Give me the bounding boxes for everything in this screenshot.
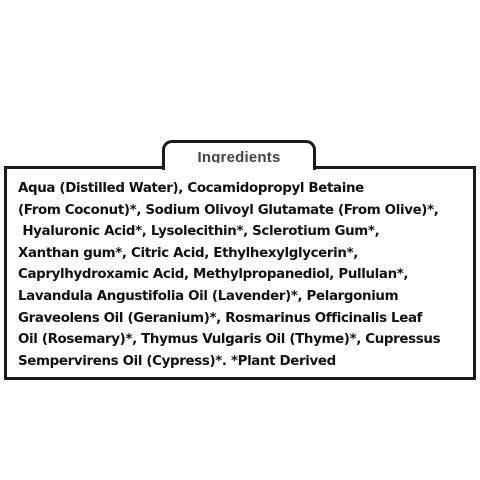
- ingredients-list-text: Aqua (Distilled Water), Cocamidopropyl B…: [18, 181, 441, 369]
- ingredients-tab-title: Ingredients: [197, 149, 281, 166]
- ingredients-panel: Aqua (Distilled Water), Cocamidopropyl B…: [4, 166, 476, 380]
- tab-joint: [165, 163, 313, 169]
